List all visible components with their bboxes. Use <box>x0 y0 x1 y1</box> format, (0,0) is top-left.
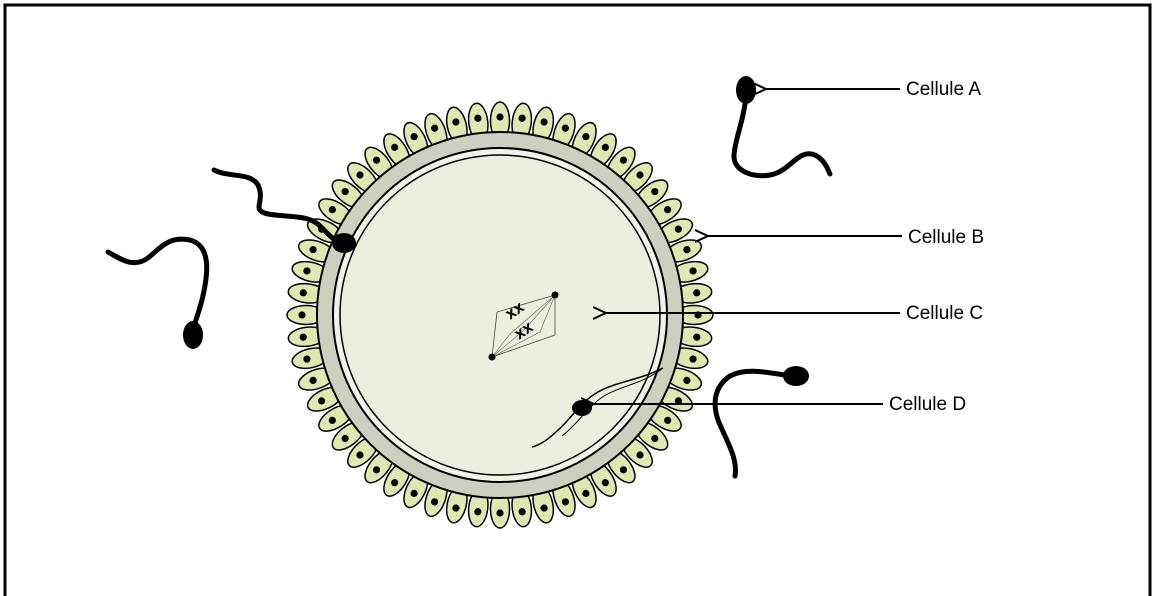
oocyte-cytoplasm <box>340 155 660 475</box>
label-cell-a: Cellule A <box>906 79 981 100</box>
pointer-cell-b: Cellule B <box>708 227 984 248</box>
sperm-cell-a <box>734 76 830 176</box>
spindle-pole-top <box>552 292 559 299</box>
label-cell-d: Cellule D <box>889 394 966 415</box>
sperm-lower-right <box>715 366 809 476</box>
pointer-cell-a: Cellule A <box>766 79 981 100</box>
label-cell-c: Cellule C <box>906 303 983 324</box>
label-cell-b: Cellule B <box>908 227 984 248</box>
sperm-lower-left <box>108 239 207 349</box>
spindle-pole-bottom <box>489 354 496 361</box>
